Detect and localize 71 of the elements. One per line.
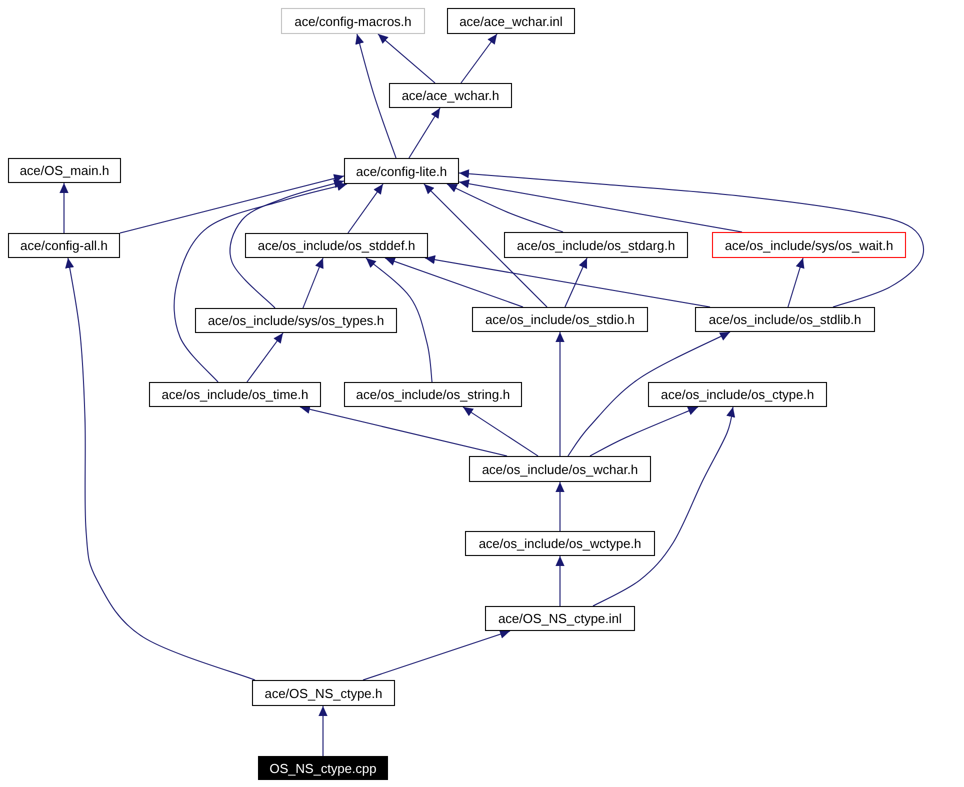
file-name-label: ace/os_include/sys/os_wait.h	[724, 238, 894, 252]
dependency-arrow	[60, 182, 68, 234]
header-file-node	[712, 232, 906, 258]
dependency-arrow	[408, 108, 440, 158]
header-file-node	[465, 531, 655, 556]
file-name-label: ace/OS_NS_ctype.inl	[498, 611, 622, 626]
dependency-arrow	[564, 258, 588, 308]
header-file-node	[504, 232, 688, 258]
dependency-arrow	[362, 630, 510, 680]
header-file-node	[469, 456, 651, 482]
file-name-label: ace/config-lite.h	[356, 164, 448, 178]
dependency-arrow	[174, 182, 348, 382]
header-file-node	[389, 83, 512, 108]
file-name-label: ace/ace_wchar.h	[402, 88, 500, 103]
dependency-arrow	[458, 169, 924, 308]
dependency-arrow	[120, 174, 344, 234]
file-name-label: ace/OS_main.h	[20, 163, 110, 178]
dependency-arrow	[556, 482, 564, 532]
header-file-node	[252, 680, 395, 706]
dependency-arrow	[424, 184, 548, 308]
source-file-node	[258, 756, 388, 780]
file-name-label: ace/ace_wchar.inl	[459, 14, 563, 28]
header-file-node	[447, 8, 575, 34]
header-file-node	[281, 8, 425, 34]
dependency-arrow	[424, 255, 710, 308]
dependency-arrow	[348, 184, 384, 234]
file-name-label: ace/os_include/os_string.h	[356, 387, 510, 402]
header-file-node	[245, 233, 428, 258]
header-file-node	[8, 233, 120, 258]
header-file-node	[344, 382, 522, 407]
header-file-node	[149, 382, 321, 407]
file-name-label: ace/os_include/os_wchar.h	[482, 462, 638, 476]
file-name-label: ace/config-macros.h	[294, 14, 412, 28]
header-file-node	[195, 308, 397, 333]
dependency-arrow	[458, 179, 742, 232]
file-name-label: ace/os_include/sys/os_types.h	[208, 313, 384, 328]
file-name-label: ace/os_include/os_stdarg.h	[516, 238, 676, 252]
dependency-arrow	[366, 258, 432, 382]
file-name-label: ace/os_include/os_stdio.h	[485, 312, 635, 327]
dependency-arrow	[300, 404, 508, 456]
dependency-arrow	[302, 258, 324, 308]
header-file-node	[648, 382, 827, 407]
dependency-arrow	[590, 406, 698, 456]
file-name-label: ace/OS_NS_ctype.h	[264, 686, 382, 700]
dependency-arrow	[378, 34, 436, 84]
dependency-arrow	[318, 706, 328, 756]
header-file-node	[485, 606, 635, 631]
file-name-label: ace/os_include/os_stdlib.h	[708, 312, 862, 327]
dependency-arrow	[556, 556, 564, 606]
dependency-arrow	[788, 258, 804, 308]
file-name-label: ace/config-all.h	[20, 238, 108, 253]
dependency-arrow	[460, 34, 498, 84]
dependency-arrow	[246, 332, 284, 382]
header-file-node	[8, 158, 121, 183]
dependency-arrow	[65, 258, 256, 680]
dependency-arrow	[355, 34, 396, 158]
dependency-arrow	[592, 406, 736, 606]
file-name-label: ace/os_include/os_wctype.h	[478, 536, 642, 551]
dependency-arrow	[462, 406, 538, 456]
dependency-arrow	[568, 332, 730, 456]
header-file-node	[472, 307, 648, 332]
file-name-label: ace/os_include/os_time.h	[162, 387, 308, 402]
dependency-arrow	[446, 184, 564, 232]
header-file-node	[695, 307, 875, 332]
header-file-node	[344, 158, 459, 184]
file-name-label: ace/os_include/os_ctype.h	[660, 387, 814, 402]
file-name-label: ace/os_include/os_stddef.h	[258, 238, 416, 253]
dependency-arrow	[230, 179, 344, 308]
dependency-arrow	[556, 332, 564, 456]
dependency-arrow	[384, 257, 524, 308]
file-name-label: OS_NS_ctype.cpp	[270, 760, 376, 776]
